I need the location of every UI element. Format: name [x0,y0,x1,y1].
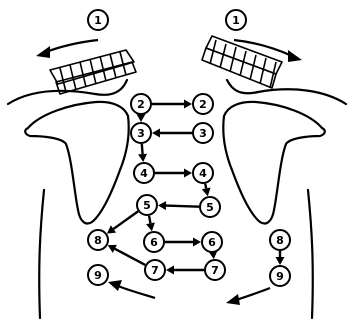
right-kneading-marks [202,36,282,88]
arrowhead-n2-left-to-n3-left [137,114,146,122]
arrowhead-n3-right-to-n3-left [152,129,160,138]
arrowhead-n4-right-to-n5-right [202,187,211,196]
node-n3-right: 3 [193,123,213,143]
node-label: 7 [211,264,219,277]
node-n2-left: 2 [131,94,151,114]
node-label: 6 [150,236,158,249]
node-n7-left: 7 [145,260,165,280]
node-n6-center: 6 [144,232,164,252]
node-label: 5 [143,199,151,212]
node-label: 4 [140,167,148,180]
node-label: 1 [94,14,102,27]
node-label: 4 [199,167,207,180]
node-label: 8 [276,234,284,247]
arrow-n5-center-to-n8-left [113,211,138,229]
arrow-n5-right-to-n5-center [166,206,199,207]
right-top-arrowhead [288,50,302,62]
arrow-n3-left-to-n4-left [142,144,143,154]
node-n8-right: 8 [270,230,290,250]
bottom-left-arrowhead [108,280,122,291]
node-n1-left: 1 [88,10,108,30]
node-label: 9 [276,270,284,283]
node-label: 3 [199,127,207,140]
arrowhead-n7-right-to-n7-left [166,266,174,275]
arrowhead-n2-left-to-n2-right [184,100,192,109]
right-torso-side [308,190,313,318]
left-top-arrow-shaft [46,40,98,52]
node-n9-left: 9 [88,265,108,285]
left-shoulder-blade [25,102,129,224]
arrowhead-n8-right-to-n9-right [276,257,285,265]
node-n2-right: 2 [193,94,213,114]
bottom-left-arrow-shaft [118,286,155,298]
arrow-n4-right-to-n5-right [205,184,206,189]
node-n9-right: 9 [270,266,290,286]
left-torso-side [39,190,44,318]
node-n1-right: 1 [226,10,246,30]
arrow-n5-center-to-n6-center [149,216,150,224]
node-label: 3 [137,127,145,140]
node-label: 7 [151,264,159,277]
node-label: 6 [208,236,216,249]
arrowhead-n4-left-to-n4-right [184,169,192,178]
node-n7-right: 7 [205,260,225,280]
bottom-right-arrowhead [226,294,240,305]
node-n8-left: 8 [88,230,108,250]
arrowhead-n3-left-to-n4-left [138,154,147,162]
right-shoulder-line [227,80,346,104]
left-top-arrowhead [36,46,50,58]
node-n6-right: 6 [202,232,222,252]
node-label: 8 [94,234,102,247]
node-n3-left: 3 [131,123,151,143]
bottom-right-arrow-shaft [236,288,270,300]
arrowhead-n5-right-to-n5-center [158,201,166,210]
arrow-n7-left-to-n8-left [115,249,145,265]
node-n5-center: 5 [137,195,157,215]
node-label: 1 [232,14,240,27]
arrowhead-n5-center-to-n6-center [146,222,155,231]
node-n4-left: 4 [134,163,154,183]
node-label: 2 [199,98,207,111]
arrowhead-n6-center-to-n6-right [193,238,201,247]
node-n5-right: 5 [200,197,220,217]
node-label: 9 [94,269,102,282]
node-label: 5 [206,201,214,214]
body-outline [8,80,346,318]
node-label: 2 [137,98,145,111]
node-n4-right: 4 [193,163,213,183]
